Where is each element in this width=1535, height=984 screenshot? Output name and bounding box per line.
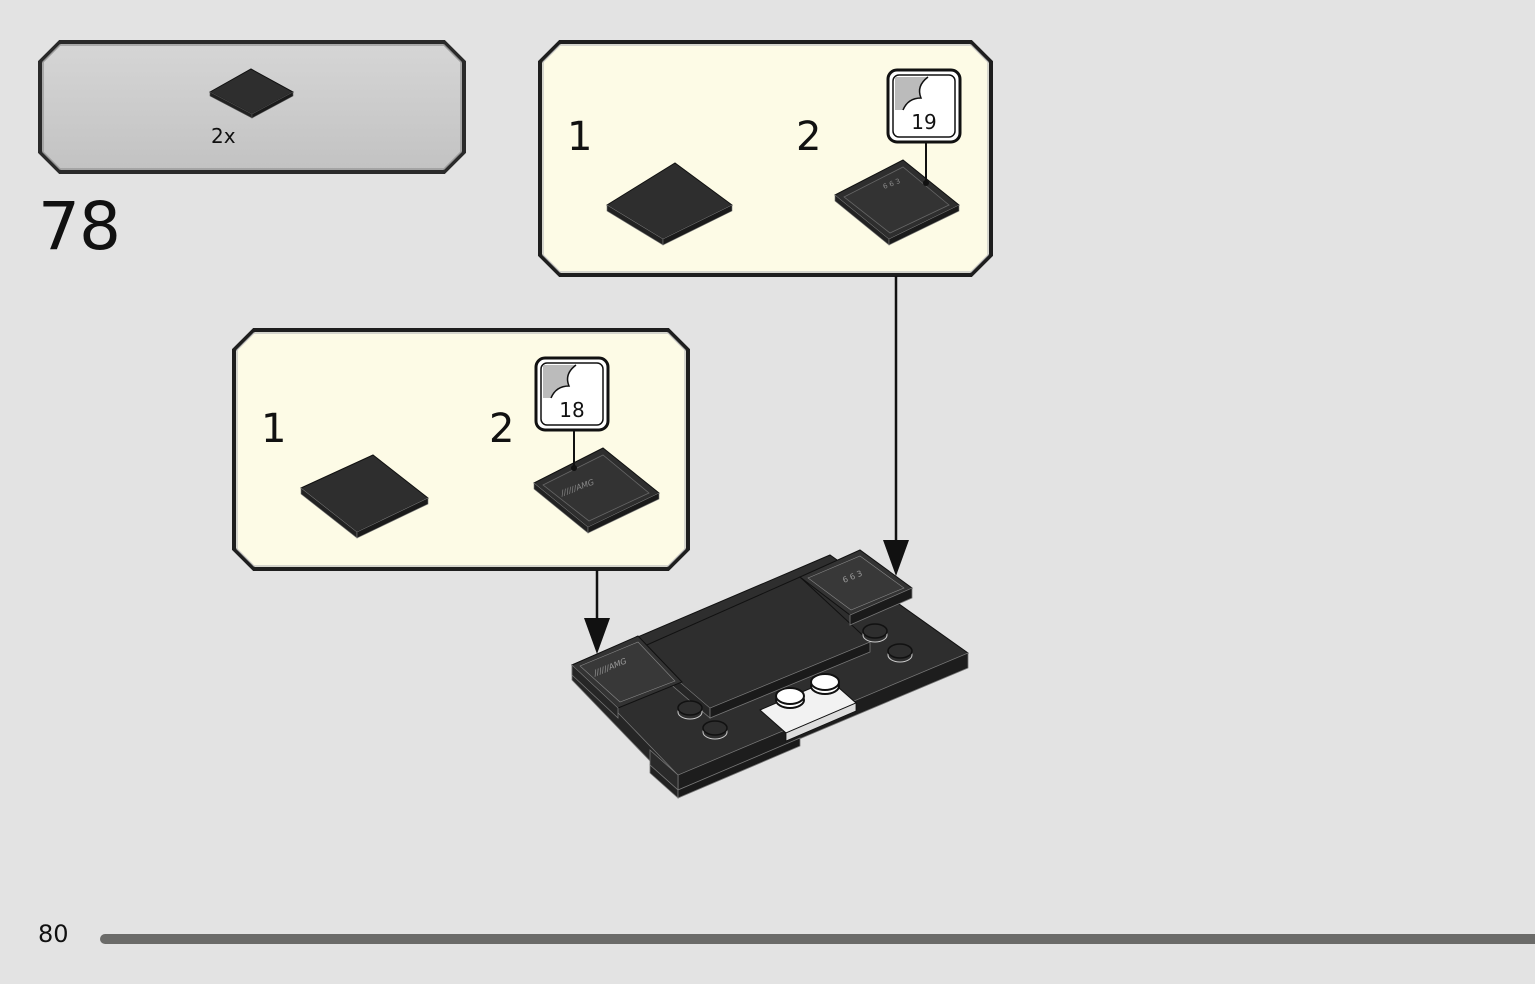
sticker-number: 19 [911,110,937,134]
main-assembly: //////AMG 6 6 3 [560,270,980,810]
stickered-tile-icon: //////AMG [533,447,660,534]
parts-list-box [38,40,466,174]
tile-icon [300,454,429,539]
sub-step-1-number: 1 [261,406,287,452]
sub-step-2-number: 2 [489,406,515,452]
sub-assembly-callout-left: //////AMG 1 2 18 [232,328,690,571]
progress-bar [100,934,1535,944]
placement-arrow [883,276,909,576]
placement-arrow [584,570,610,654]
sub-step-2-number: 2 [796,114,822,160]
dark-flat-tile-icon [208,68,295,119]
step-number: 78 [38,188,121,265]
part-quantity: 2x [211,124,236,148]
sub-step-1-number: 1 [567,114,593,160]
sticker-icon [534,356,610,432]
stickered-tile-icon: 6 6 3 [834,159,960,246]
sticker-number: 18 [559,398,585,422]
sticker-icon [886,68,962,144]
sub-assembly-callout-top: 6 6 3 1 2 19 [538,40,993,277]
page-number: 80 [38,920,69,948]
white-plate [759,673,857,742]
tile-icon [606,162,733,246]
stickered-tile-amg: //////AMG [571,635,683,719]
stickered-tile-63: 6 6 3 [799,549,913,626]
dark-studs [677,623,913,740]
